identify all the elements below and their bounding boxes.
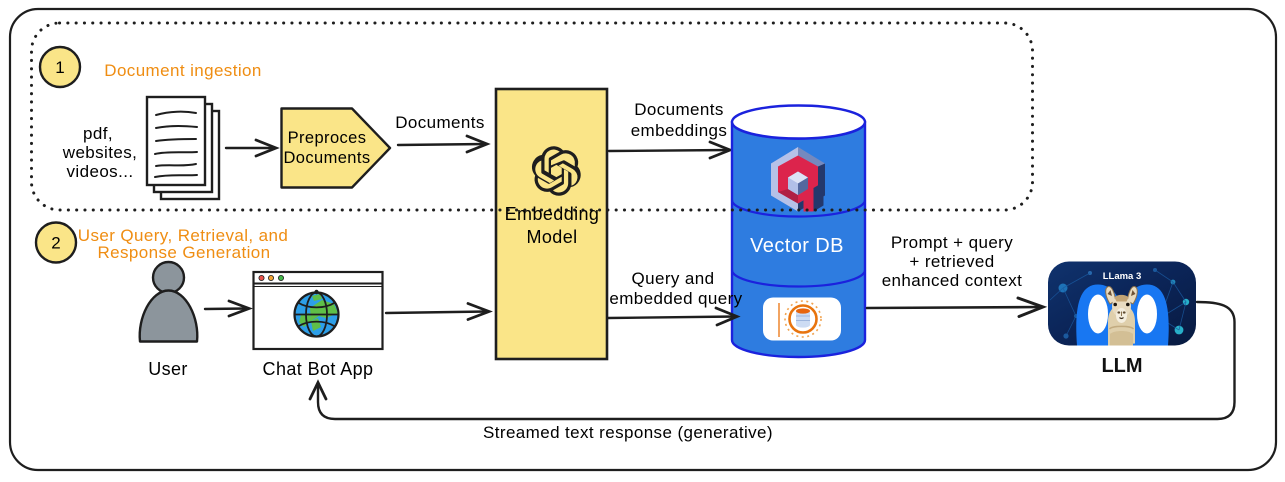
svg-text:Vector DB: Vector DB — [750, 235, 844, 257]
svg-text:Chat Bot App: Chat Bot App — [263, 359, 374, 379]
svg-text:User Query, Retrieval, and: User Query, Retrieval, and — [78, 226, 288, 245]
svg-text:embedded query: embedded query — [609, 289, 742, 308]
svg-text:Response Generation: Response Generation — [98, 243, 271, 262]
svg-text:Documents: Documents — [634, 100, 724, 119]
svg-text:pdf,: pdf, — [83, 124, 113, 143]
svg-text:Streamed text response (genera: Streamed text response (generative) — [483, 423, 773, 442]
svg-text:websites,: websites, — [62, 143, 137, 162]
svg-text:Documents: Documents — [395, 113, 485, 132]
svg-text:LLama 3: LLama 3 — [1103, 271, 1142, 282]
svg-text:1: 1 — [55, 58, 64, 77]
svg-text:embeddings: embeddings — [631, 121, 728, 140]
svg-text:Document ingestion: Document ingestion — [104, 61, 261, 80]
svg-text:2: 2 — [51, 234, 60, 253]
svg-text:Embedding: Embedding — [505, 204, 600, 224]
svg-text:Preproces: Preproces — [288, 129, 367, 147]
svg-text:enhanced context: enhanced context — [882, 271, 1023, 290]
svg-text:Model: Model — [526, 227, 577, 247]
svg-text:LLM: LLM — [1101, 355, 1142, 377]
svg-text:videos...: videos... — [67, 162, 134, 181]
svg-text:Prompt + query: Prompt + query — [891, 233, 1013, 252]
svg-text:User: User — [148, 359, 188, 379]
svg-text:Documents: Documents — [283, 149, 370, 167]
svg-text:Query and: Query and — [632, 269, 715, 288]
svg-text:+ retrieved: + retrieved — [909, 252, 994, 271]
